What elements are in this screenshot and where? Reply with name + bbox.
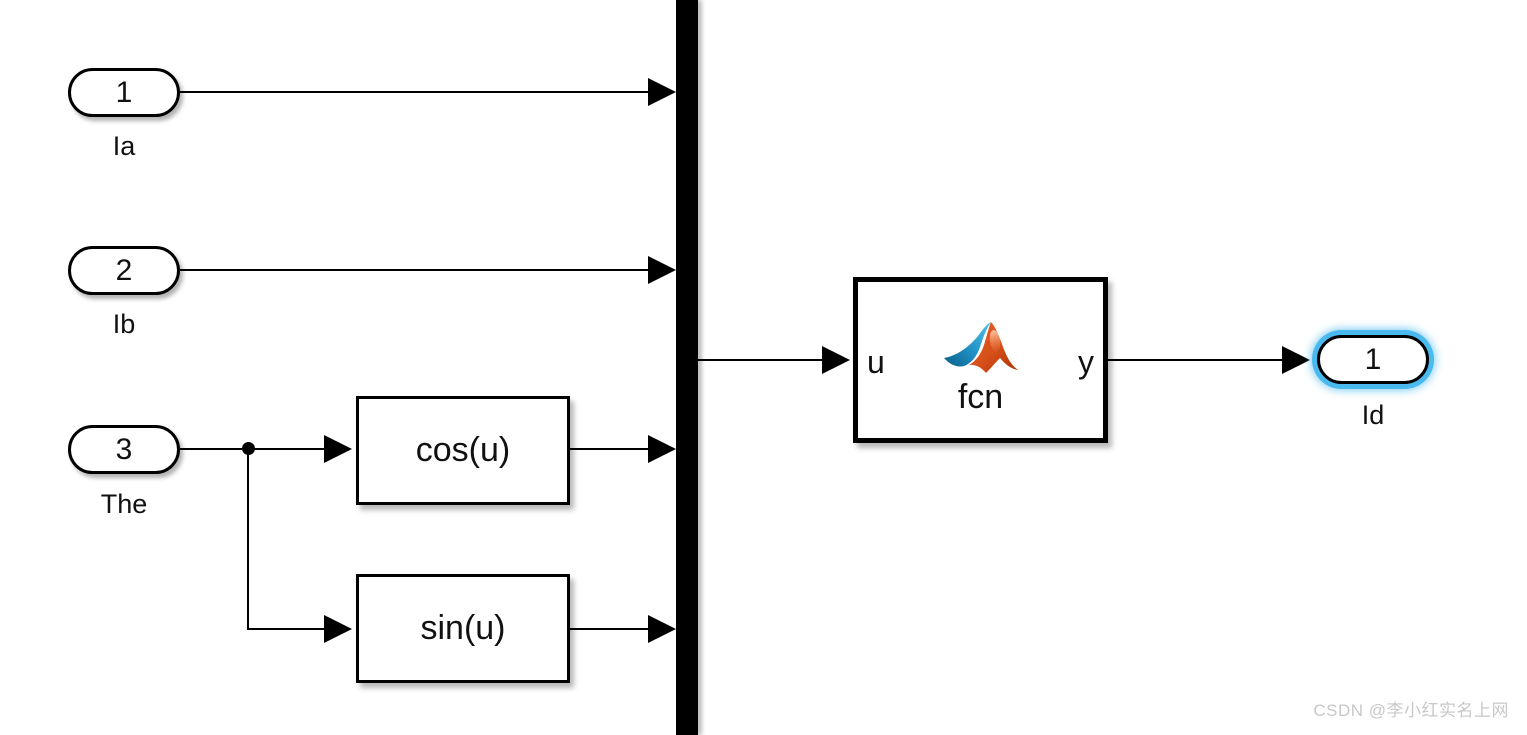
inport-ia-label: Ia xyxy=(112,131,136,161)
signal-arrow-fcn-to-outport xyxy=(1282,346,1310,374)
signal-arrow-ia xyxy=(648,78,676,106)
matlab-function-input-label: u xyxy=(867,344,885,380)
signal-arrow-sin-to-mux xyxy=(648,615,676,643)
inport-the-label: The xyxy=(100,489,148,519)
signal-line-ib[interactable] xyxy=(180,269,650,271)
inport-ia-number: 1 xyxy=(115,75,133,109)
matlab-function-block-name: fcn xyxy=(957,378,1004,416)
fcn-block-cos[interactable]: cos(u) xyxy=(356,396,570,505)
fcn-block-sin-expression: sin(u) xyxy=(420,609,506,647)
inport-ib-label: Ib xyxy=(112,309,136,339)
mux-block[interactable] xyxy=(676,0,698,735)
outport-id-number: 1 xyxy=(1364,342,1382,376)
signal-arrow-into-sin xyxy=(324,615,352,643)
signal-arrow-mux-to-fcn xyxy=(822,346,850,374)
inport-ib[interactable]: 2 xyxy=(68,246,180,295)
inport-the[interactable]: 3 xyxy=(68,425,180,474)
signal-line-the-branch-horizontal[interactable] xyxy=(247,628,325,630)
signal-line-cos-out[interactable] xyxy=(570,448,650,450)
matlab-function-output-label: y xyxy=(1078,344,1094,380)
fcn-block-cos-expression: cos(u) xyxy=(415,431,511,469)
inport-the-number: 3 xyxy=(115,432,133,466)
signal-line-mux-out[interactable] xyxy=(698,359,823,361)
signal-arrow-ib xyxy=(648,256,676,284)
outport-id-label: Id xyxy=(1361,400,1385,430)
signal-line-ia[interactable] xyxy=(180,91,650,93)
signal-line-sin-out[interactable] xyxy=(570,628,650,630)
signal-line-the-branch-vertical[interactable] xyxy=(247,448,249,630)
inport-ia[interactable]: 1 xyxy=(68,68,180,117)
matlab-membrane-logo-icon xyxy=(942,320,1020,381)
watermark-text: CSDN @李小红实名上网 xyxy=(1313,701,1509,720)
signal-line-fcn-out[interactable] xyxy=(1108,359,1283,361)
inport-ib-number: 2 xyxy=(115,253,133,287)
fcn-block-sin[interactable]: sin(u) xyxy=(356,574,570,683)
matlab-function-block[interactable]: u y xyxy=(853,277,1108,443)
signal-arrow-into-cos xyxy=(324,435,352,463)
outport-id[interactable]: 1 xyxy=(1317,335,1429,384)
signal-arrow-cos-to-mux xyxy=(648,435,676,463)
